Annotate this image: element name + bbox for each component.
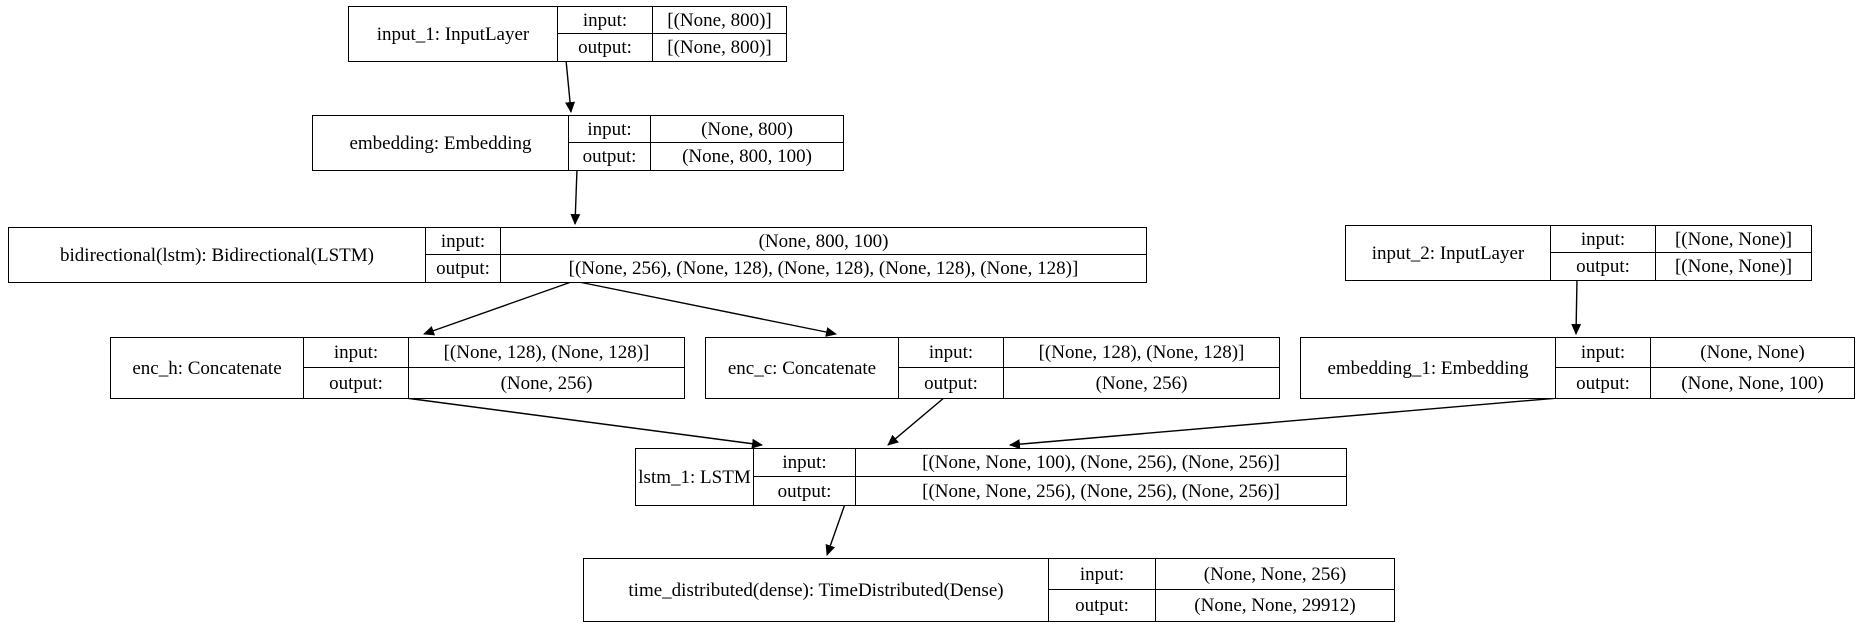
layer-name: bidirectional(lstm): Bidirectional(LSTM)	[9, 228, 426, 282]
layer-name: embedding_1: Embedding	[1301, 338, 1556, 398]
layer-node-enc-c: enc_c: Concatenate input: [(None, 128), …	[705, 337, 1280, 399]
input-shape: (None, None)	[1651, 338, 1854, 368]
edge-enc-h-to-lstm-1	[397, 396, 763, 449]
input-label: input:	[426, 228, 501, 255]
output-shape: [(None, 256), (None, 128), (None, 128), …	[568, 258, 1079, 279]
layer-node-embedding: embedding: Embedding input: (None, 800) …	[312, 115, 844, 171]
layer-node-embedding-1: embedding_1: Embedding input: (None, Non…	[1300, 337, 1855, 399]
input-label: input:	[1556, 338, 1651, 368]
edge-enc-c-to-lstm-1	[887, 396, 946, 446]
input-shape: [(None, None)]	[1656, 226, 1811, 253]
input-shape: [(None, None, 100), (None, 256), (None, …	[856, 449, 1346, 477]
edge-lstm-1-to-time-distributed	[825, 503, 846, 556]
input-label: input:	[569, 116, 651, 143]
input-shape: [(None, 128), (None, 128)]	[1004, 338, 1279, 368]
layer-node-input-2: input_2: InputLayer input: [(None, None)…	[1345, 225, 1812, 281]
input-label: input:	[1551, 226, 1656, 253]
output-label: output:	[1556, 368, 1651, 398]
output-shape: [(None, None)]	[1674, 256, 1793, 277]
input-label: input:	[558, 7, 653, 34]
edge-input-2-to-embedding-1	[1571, 278, 1582, 335]
output-shape: (None, 800, 100)	[682, 146, 812, 167]
output-label: output:	[304, 368, 409, 398]
output-label: output:	[558, 34, 653, 61]
layer-name: lstm_1: LSTM	[636, 449, 754, 505]
layer-node-input-1: input_1: InputLayer input: [(None, 800)]…	[348, 6, 787, 62]
input-shape: (None, None, 256)	[1156, 559, 1394, 590]
layer-name: enc_h: Concatenate	[111, 338, 304, 398]
layer-name: time_distributed(dense): TimeDistributed…	[584, 559, 1049, 621]
output-shape: (None, None, 29912)	[1194, 595, 1356, 616]
layer-node-enc-h: enc_h: Concatenate input: [(None, 128), …	[110, 337, 685, 399]
edge-input-1-to-embedding	[565, 59, 576, 113]
input-shape: (None, 800, 100)	[501, 228, 1146, 255]
input-shape: [(None, 128), (None, 128)]	[409, 338, 684, 368]
layer-node-time-distributed-dense: time_distributed(dense): TimeDistributed…	[583, 558, 1395, 622]
output-shape: [(None, None, 256), (None, 256), (None, …	[922, 480, 1280, 502]
edge-bidirectional-to-enc-c	[573, 280, 837, 337]
input-shape: [(None, 800)]	[653, 7, 786, 34]
input-shape: (None, 800)	[651, 116, 843, 143]
input-label: input:	[304, 338, 409, 368]
output-label: output:	[569, 143, 651, 170]
input-label: input:	[899, 338, 1004, 368]
output-label: output:	[754, 477, 856, 505]
edge-bidirectional-to-enc-h	[423, 280, 575, 336]
output-shape: (None, None, 100)	[1681, 372, 1824, 394]
input-label: input:	[754, 449, 856, 477]
layer-name: input_1: InputLayer	[349, 7, 558, 61]
layer-name: input_2: InputLayer	[1346, 226, 1551, 280]
output-label: output:	[1551, 253, 1656, 280]
layer-node-lstm-1: lstm_1: LSTM input: [(None, None, 100), …	[635, 448, 1347, 506]
layer-name: embedding: Embedding	[313, 116, 569, 170]
layer-name: enc_c: Concatenate	[706, 338, 899, 398]
output-shape: (None, 256)	[1095, 372, 1188, 394]
input-label: input:	[1049, 559, 1156, 590]
edge-embedding-to-bidirectional	[570, 168, 581, 225]
output-label: output:	[426, 255, 501, 282]
output-shape: [(None, 800)]	[667, 37, 772, 58]
output-label: output:	[1049, 590, 1156, 621]
output-shape: (None, 256)	[500, 372, 593, 394]
edge-embedding-1-to-lstm-1	[1009, 396, 1571, 450]
layer-node-bidirectional-lstm: bidirectional(lstm): Bidirectional(LSTM)…	[8, 227, 1147, 283]
output-label: output:	[899, 368, 1004, 398]
